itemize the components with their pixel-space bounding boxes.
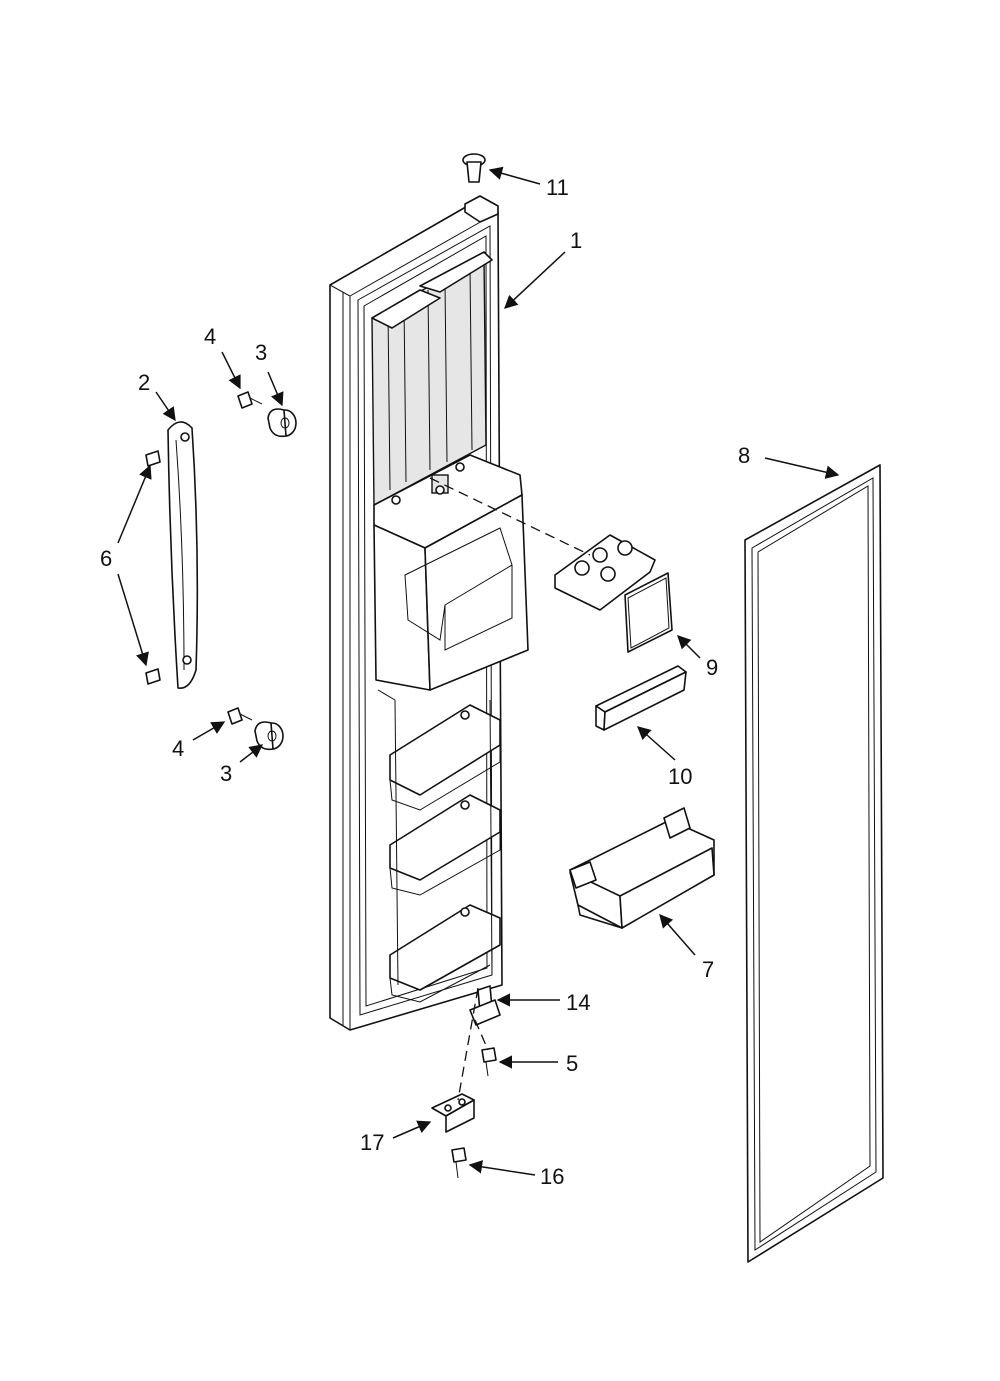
spacer-part-3-lower	[254, 721, 284, 751]
callout-labels: 11 1 4 3 2 6 4 3 8 9 10 7 14 5 17 16	[100, 175, 750, 1189]
callout-9: 9	[706, 655, 718, 680]
hinge-part-17	[431, 1093, 475, 1133]
leader-17	[392, 1120, 432, 1139]
leader-11	[488, 166, 541, 185]
callout-5: 5	[566, 1051, 578, 1076]
assembly-lines	[429, 477, 591, 1101]
callout-2: 2	[138, 370, 150, 395]
screw-part-4-lower	[227, 707, 253, 725]
screw-part-4-upper	[237, 391, 263, 409]
leader-7	[659, 913, 696, 956]
leader-4b	[192, 721, 226, 741]
callout-16: 16	[540, 1164, 564, 1189]
callout-7: 7	[702, 957, 714, 982]
leader-3a	[267, 371, 284, 407]
screw-part-16	[451, 1147, 467, 1179]
spacer-part-3-upper	[267, 408, 297, 438]
leader-1	[504, 251, 566, 309]
door-gasket-part-8	[744, 464, 884, 1263]
leader-3b	[239, 744, 264, 763]
callout-4-lower: 4	[172, 736, 184, 761]
callout-14: 14	[566, 990, 590, 1015]
leader-8	[764, 457, 840, 479]
callout-17: 17	[360, 1130, 384, 1155]
leader-16	[468, 1160, 536, 1176]
callout-1: 1	[570, 228, 582, 253]
leader-2	[155, 391, 176, 422]
handle-part-2	[167, 421, 199, 689]
handle-stud-part-6-upper	[145, 450, 161, 467]
ice-chute-part-9	[554, 534, 673, 653]
leader-arrows	[117, 166, 840, 1176]
leader-10	[636, 726, 676, 761]
leader-6a	[117, 464, 152, 544]
callout-11: 11	[546, 175, 569, 200]
leader-9	[677, 635, 701, 659]
top-plug-part-11	[462, 153, 486, 183]
trim-channel-part-10	[595, 665, 687, 731]
hinge-pin-part-14	[469, 985, 501, 1026]
callout-10: 10	[668, 764, 692, 789]
door-assembly	[329, 195, 529, 1031]
door-bin-part-7	[569, 807, 715, 929]
callout-4-upper: 4	[204, 324, 216, 349]
callout-6: 6	[100, 546, 112, 571]
callout-8: 8	[738, 443, 750, 468]
handle-stud-part-6-lower	[145, 668, 161, 685]
leader-6b	[117, 573, 149, 667]
callout-3-upper: 3	[255, 340, 267, 365]
leader-4a	[221, 351, 241, 390]
callout-3-lower: 3	[220, 761, 232, 786]
screw-part-5	[481, 1047, 497, 1077]
